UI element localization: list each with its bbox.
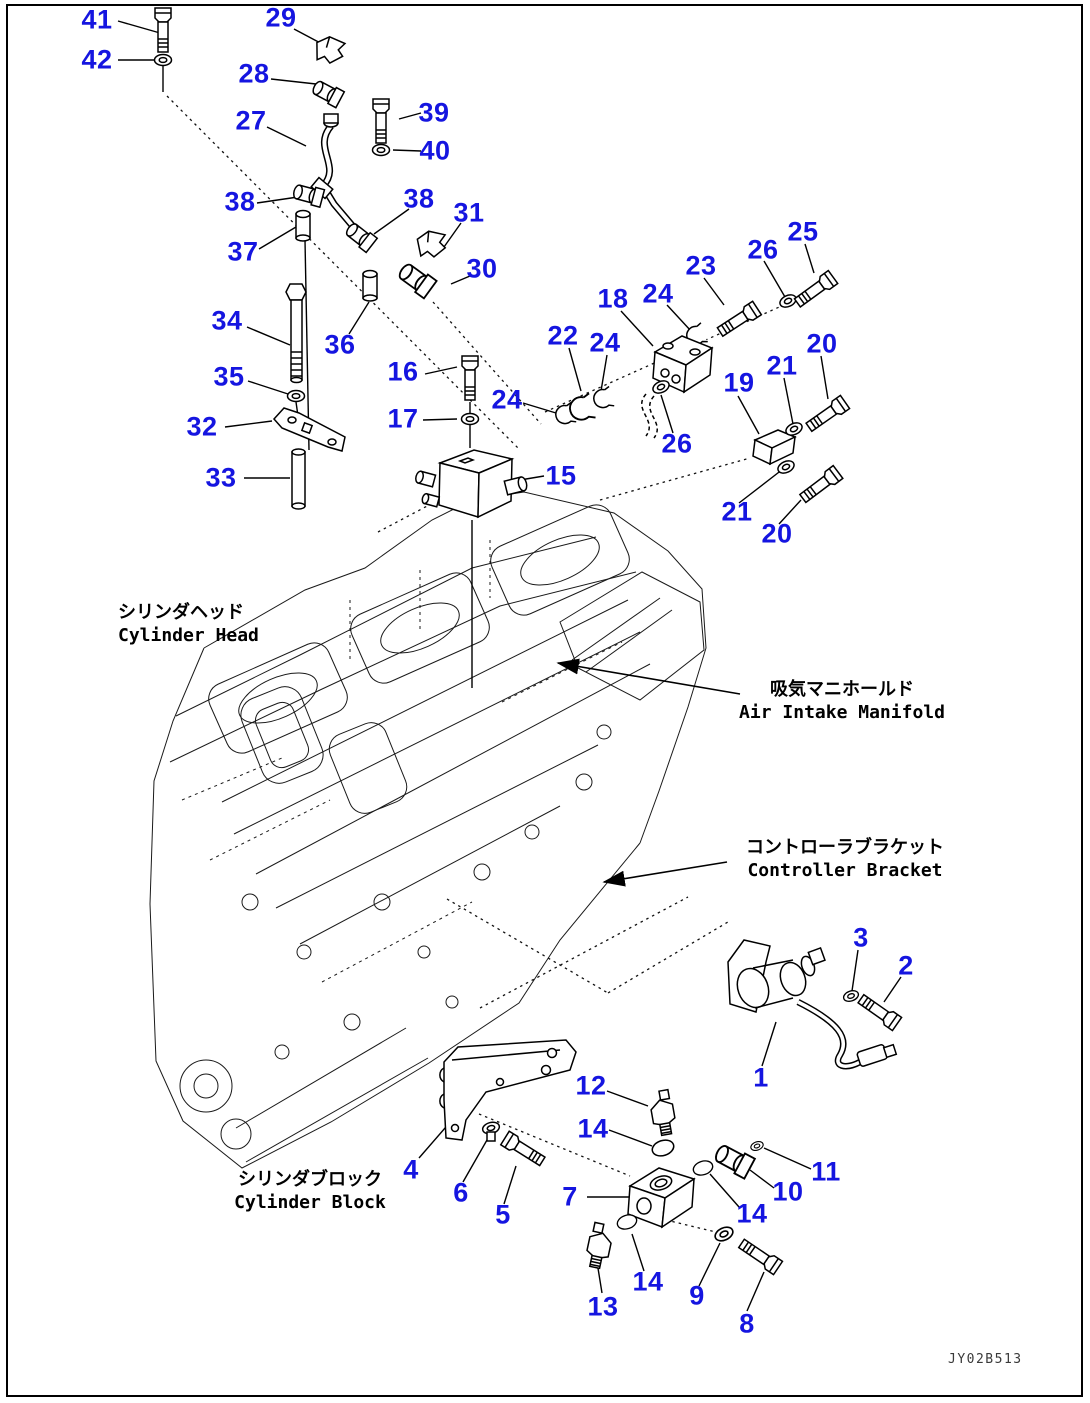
part-glyph-bolt-41	[154, 7, 172, 53]
part-glyph-elbow-12	[647, 1088, 679, 1138]
drawing-code: JY02B513	[948, 1352, 1023, 1367]
leader-lines	[117, 20, 902, 1312]
label-cylinder-block-en: Cylinder Block	[234, 1192, 386, 1213]
label-air-intake-manifold-en: Air Intake Manifold	[739, 702, 945, 723]
part-glyph-bolt-20b	[797, 464, 844, 506]
part-glyph-clip-31	[415, 229, 448, 259]
part-glyph-bolt-39	[372, 98, 390, 144]
part-glyph-block-19	[752, 429, 797, 466]
label-air-intake-manifold-jp: 吸気マニホールド	[770, 679, 914, 700]
part-glyph-washer-42	[153, 53, 173, 67]
annotation-arrows	[556, 658, 741, 887]
label-cylinder-head-en: Cylinder Head	[118, 625, 259, 646]
label-controller-bracket: コントローラブラケット Controller Bracket	[736, 836, 954, 882]
part-glyph-washer-3	[841, 988, 861, 1004]
part-glyphs	[153, 7, 903, 1276]
part-glyph-block-7	[627, 1167, 696, 1229]
part-glyph-washer-17	[460, 412, 480, 426]
label-controller-bracket-en: Controller Bracket	[747, 860, 943, 881]
part-glyph-fitting-30	[394, 259, 438, 300]
part-glyph-bolt-16	[461, 355, 479, 401]
label-air-intake-manifold: 吸気マニホールド Air Intake Manifold	[726, 678, 958, 724]
part-glyph-washer-9	[712, 1223, 736, 1245]
part-glyph-block-18	[652, 335, 714, 394]
part-glyph-bolt-34	[285, 283, 307, 384]
part-glyph-pin-33	[291, 448, 306, 510]
part-glyph-sleeve-36	[362, 269, 378, 302]
part-glyph-bracket-4	[439, 1039, 577, 1141]
part-glyph-clamp-24b	[590, 385, 615, 412]
part-glyph-bolt-5	[500, 1130, 548, 1169]
part-glyph-bracket-32	[272, 407, 346, 452]
part-glyph-valve-15	[415, 449, 528, 519]
part-glyph-controller-1	[727, 939, 898, 1070]
part-glyph-fitting-10	[711, 1140, 756, 1180]
part-glyph-washer-26a	[777, 291, 799, 311]
part-glyph-elbow-13	[583, 1221, 616, 1271]
label-cylinder-block: シリンダブロック Cylinder Block	[222, 1168, 398, 1214]
part-glyph-nut-40	[371, 143, 391, 157]
part-glyph-sleeve-37	[295, 209, 311, 242]
part-glyph-plug-6	[480, 1119, 502, 1142]
part-glyph-bolt-20a	[803, 394, 851, 435]
part-glyph-bolt-23	[714, 300, 763, 340]
part-glyph-clamp-28	[309, 77, 346, 109]
part-glyph-bolt-25	[791, 269, 839, 311]
part-glyph-bolt-8	[736, 1236, 784, 1276]
label-cylinder-head: シリンダヘッド Cylinder Head	[118, 601, 259, 647]
label-controller-bracket-jp: コントローラブラケット	[746, 837, 944, 858]
part-glyph-tube-27	[310, 113, 359, 233]
engine-line-art	[149, 491, 707, 1169]
part-glyph-clip-29	[314, 34, 347, 66]
part-glyph-nut-35	[286, 389, 306, 403]
part-glyph-oring-14a	[649, 1136, 677, 1160]
part-glyph-hose-26	[640, 393, 658, 439]
label-cylinder-head-jp: シリンダヘッド	[118, 602, 244, 623]
part-glyph-ring-11	[749, 1139, 765, 1153]
label-cylinder-block-jp: シリンダブロック	[238, 1169, 382, 1190]
part-glyph-washer-21b	[775, 457, 797, 477]
part-glyph-bolt-2	[855, 991, 903, 1032]
